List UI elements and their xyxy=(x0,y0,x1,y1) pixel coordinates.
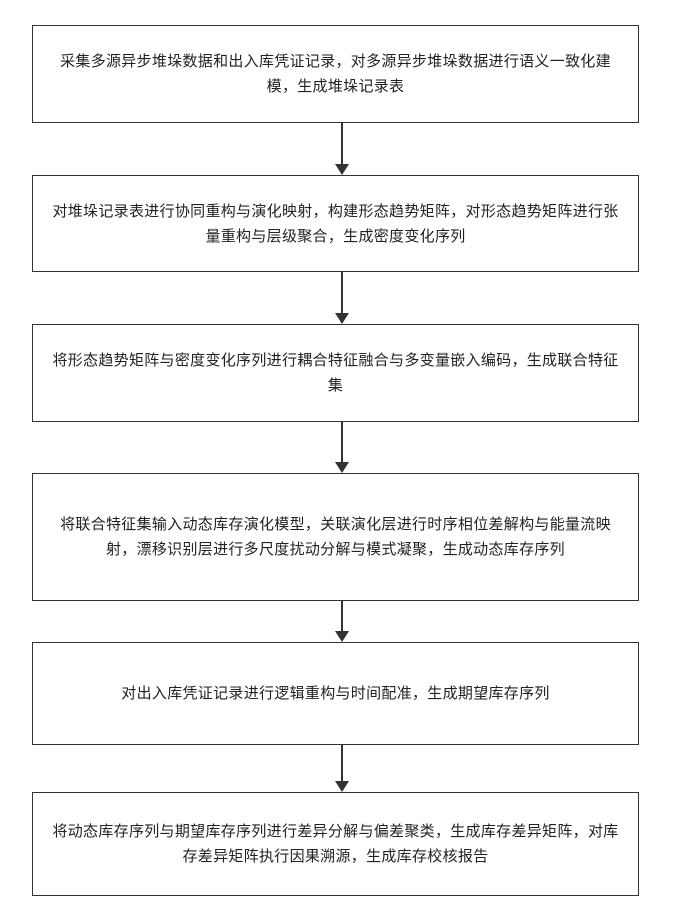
arrow-4-to-5 xyxy=(332,601,352,642)
step-4-text: 将联合特征集输入动态库存演化模型，关联演化层进行时序相位差解构与能量流映射，漂移… xyxy=(51,512,620,562)
step-6-text: 将动态库存序列与期望库存序列进行差异分解与偏差聚类，生成库存差异矩阵，对库存差异… xyxy=(51,819,620,869)
arrow-1-to-2 xyxy=(332,123,352,175)
arrow-3-to-4 xyxy=(332,422,352,473)
arrow-5-to-6 xyxy=(332,745,352,792)
step-5-box: 对出入库凭证记录进行逻辑重构与时间配准，生成期望库存序列 xyxy=(32,642,639,745)
step-2-text: 对堆垛记录表进行协同重构与演化映射，构建形态趋势矩阵，对形态趋势矩阵进行张量重构… xyxy=(51,199,620,249)
step-2-box: 对堆垛记录表进行协同重构与演化映射，构建形态趋势矩阵，对形态趋势矩阵进行张量重构… xyxy=(32,175,639,272)
step-3-text: 将形态趋势矩阵与密度变化序列进行耦合特征融合与多变量嵌入编码，生成联合特征集 xyxy=(51,348,620,398)
step-3-box: 将形态趋势矩阵与密度变化序列进行耦合特征融合与多变量嵌入编码，生成联合特征集 xyxy=(32,324,639,422)
step-1-text: 采集多源异步堆垛数据和出入库凭证记录，对多源异步堆垛数据进行语义一致化建模，生成… xyxy=(51,49,620,99)
step-6-box: 将动态库存序列与期望库存序列进行差异分解与偏差聚类，生成库存差异矩阵，对库存差异… xyxy=(32,792,639,896)
arrow-2-to-3 xyxy=(332,272,352,324)
step-4-box: 将联合特征集输入动态库存演化模型，关联演化层进行时序相位差解构与能量流映射，漂移… xyxy=(32,473,639,601)
step-1-box: 采集多源异步堆垛数据和出入库凭证记录，对多源异步堆垛数据进行语义一致化建模，生成… xyxy=(32,25,639,123)
step-5-text: 对出入库凭证记录进行逻辑重构与时间配准，生成期望库存序列 xyxy=(121,681,549,706)
